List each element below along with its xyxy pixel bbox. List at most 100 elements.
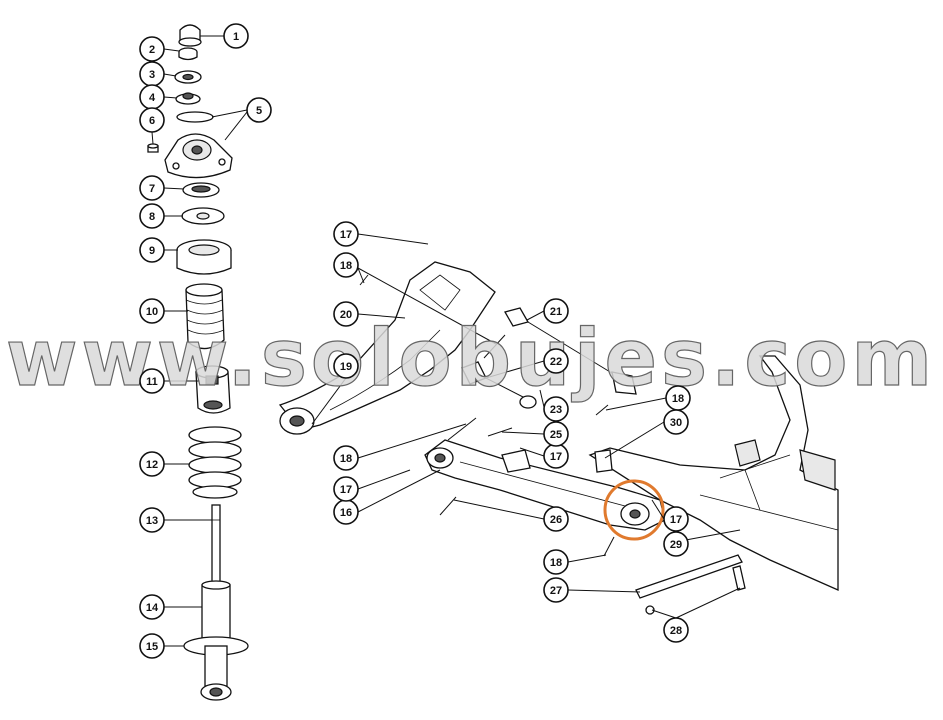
callout-circle bbox=[223, 23, 249, 49]
callout-number: 7 bbox=[149, 183, 155, 195]
part-upper-mount bbox=[164, 111, 233, 179]
callout-number: 12 bbox=[146, 459, 158, 471]
callout-c26: 26 bbox=[543, 506, 569, 532]
callout-circle bbox=[139, 451, 165, 477]
callout-number: 2 bbox=[149, 44, 155, 56]
callout-c18c: 18 bbox=[665, 385, 691, 411]
callout-circle bbox=[246, 97, 272, 123]
callout-c17a: 17 bbox=[333, 221, 359, 247]
part-washer-top bbox=[174, 70, 202, 84]
callout-c30: 30 bbox=[663, 409, 689, 435]
callout-number: 18 bbox=[340, 260, 352, 272]
callout-circle bbox=[139, 175, 165, 201]
callout-c19: 19 bbox=[333, 353, 359, 379]
callout-circle bbox=[139, 633, 165, 659]
callout-number: 27 bbox=[550, 585, 562, 597]
callout-circle bbox=[139, 298, 165, 324]
callout-c14: 14 bbox=[139, 594, 165, 620]
callout-number: 26 bbox=[550, 514, 562, 526]
callout-circle bbox=[139, 107, 165, 133]
part-bushing bbox=[175, 92, 201, 105]
callout-circle bbox=[543, 577, 569, 603]
callout-circle bbox=[543, 421, 569, 447]
highlight-circle bbox=[603, 479, 665, 541]
callout-number: 13 bbox=[146, 515, 158, 527]
callout-c2: 2 bbox=[139, 36, 165, 62]
leader-lines bbox=[151, 35, 741, 647]
callout-c5: 5 bbox=[246, 97, 272, 123]
callout-c10: 10 bbox=[139, 298, 165, 324]
callout-c16: 16 bbox=[333, 499, 359, 525]
callout-number: 28 bbox=[670, 625, 682, 637]
callout-c13: 13 bbox=[139, 507, 165, 533]
callout-circle bbox=[543, 549, 569, 575]
callout-c12: 12 bbox=[139, 451, 165, 477]
callout-c18d: 18 bbox=[543, 549, 569, 575]
callout-circle bbox=[663, 506, 689, 532]
callout-c11: 11 bbox=[139, 368, 165, 394]
callout-c29: 29 bbox=[663, 531, 689, 557]
callout-c15: 15 bbox=[139, 633, 165, 659]
callout-number: 5 bbox=[256, 105, 262, 117]
callout-circle bbox=[333, 252, 359, 278]
callout-c4: 4 bbox=[139, 84, 165, 110]
callout-circle bbox=[139, 203, 165, 229]
callout-number: 18 bbox=[340, 453, 352, 465]
callout-c9: 9 bbox=[139, 237, 165, 263]
callout-number: 17 bbox=[670, 514, 682, 526]
part-bearing bbox=[182, 182, 220, 198]
callout-circle bbox=[139, 237, 165, 263]
callout-c18b: 18 bbox=[333, 445, 359, 471]
callout-c23: 23 bbox=[543, 396, 569, 422]
callout-circle bbox=[663, 531, 689, 557]
callout-number: 8 bbox=[149, 211, 155, 223]
callout-c21: 21 bbox=[543, 298, 569, 324]
callout-number: 6 bbox=[149, 115, 155, 127]
callout-number: 30 bbox=[670, 417, 682, 429]
part-nut bbox=[178, 47, 198, 61]
callout-circle bbox=[663, 409, 689, 435]
part-link-rod bbox=[504, 307, 637, 395]
callout-number: 23 bbox=[550, 404, 562, 416]
callout-c1: 1 bbox=[223, 23, 249, 49]
callout-c20: 20 bbox=[333, 301, 359, 327]
part-coil-spring bbox=[188, 426, 242, 499]
callout-c22: 22 bbox=[543, 348, 569, 374]
callout-circle bbox=[139, 594, 165, 620]
callout-number: 25 bbox=[550, 429, 562, 441]
part-mount-nut bbox=[147, 143, 159, 153]
callout-c27: 27 bbox=[543, 577, 569, 603]
callout-c6: 6 bbox=[139, 107, 165, 133]
callout-number: 20 bbox=[340, 309, 352, 321]
callout-number: 17 bbox=[550, 451, 562, 463]
callout-number: 29 bbox=[670, 539, 682, 551]
part-strap bbox=[635, 554, 746, 615]
strut-assembly bbox=[147, 24, 249, 701]
callout-number: 4 bbox=[149, 92, 156, 104]
callout-circle bbox=[543, 396, 569, 422]
callout-c17b: 17 bbox=[333, 476, 359, 502]
callout-circle bbox=[333, 353, 359, 379]
callout-number: 22 bbox=[550, 356, 562, 368]
callout-number: 10 bbox=[146, 306, 158, 318]
callout-number: 18 bbox=[550, 557, 562, 569]
callout-circle bbox=[333, 221, 359, 247]
part-spacer bbox=[181, 207, 225, 225]
callout-c3: 3 bbox=[139, 61, 165, 87]
callout-c17d: 17 bbox=[663, 506, 689, 532]
callout-circle bbox=[543, 506, 569, 532]
part-knuckle bbox=[278, 261, 496, 435]
callout-c18a: 18 bbox=[333, 252, 359, 278]
callout-circle bbox=[333, 301, 359, 327]
callout-number: 1 bbox=[233, 31, 239, 43]
callout-number: 3 bbox=[149, 69, 155, 81]
callout-circle bbox=[333, 445, 359, 471]
part-shock-absorber bbox=[183, 504, 249, 701]
part-toe-link bbox=[461, 361, 537, 409]
callout-group: 1234567891011121314151617171717181818181… bbox=[139, 23, 691, 659]
callout-number: 11 bbox=[146, 376, 158, 388]
callout-number: 9 bbox=[149, 245, 155, 257]
bolts bbox=[359, 274, 615, 557]
callout-c28: 28 bbox=[663, 617, 689, 643]
